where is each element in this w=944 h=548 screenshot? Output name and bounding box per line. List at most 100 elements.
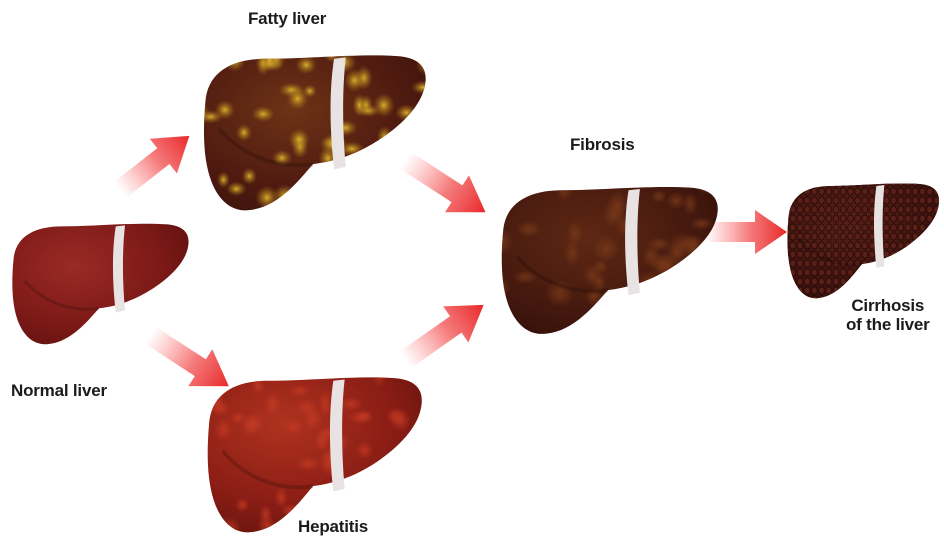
liver-fibrosis-spot <box>516 221 541 238</box>
liver-fatty-spot <box>287 87 309 110</box>
liver-fibrosis-spot <box>636 270 665 294</box>
label-cirrhosis-line1: Cirrhosis <box>846 296 930 315</box>
liver-hepatitis-spot <box>369 519 383 540</box>
liver-hepatitis-spot <box>235 498 250 513</box>
liver-hepatitis-spot <box>274 487 288 508</box>
liver-fatty-spot <box>200 202 215 218</box>
liver-hepatitis-spot <box>259 504 272 525</box>
label-fibrosis: Fibrosis <box>570 135 635 155</box>
liver-fatty-spot <box>296 55 317 74</box>
liver-hepatitis <box>195 363 438 543</box>
liver-hepatitis-spot <box>372 363 387 388</box>
liver-fibrosis-spot <box>701 303 727 330</box>
liver-fibrosis-spot <box>696 176 714 194</box>
arrow-fibrosis-to-cirrhosis <box>705 210 787 254</box>
liver-fibrosis-spot <box>486 275 512 298</box>
liver-fatty-spot <box>242 168 257 185</box>
label-fatty-liver: Fatty liver <box>248 9 326 29</box>
liver-fibrosis-spot <box>593 236 620 262</box>
liver-fatty-spot <box>344 69 364 92</box>
liver-fatty-spot <box>395 104 417 121</box>
liver-fatty-spot <box>230 48 246 62</box>
liver-fibrosis-spot <box>713 320 729 343</box>
label-hepatitis: Hepatitis <box>298 517 368 537</box>
liver-fibrosis-spot <box>490 188 508 208</box>
liver-fatty-spot <box>226 181 246 196</box>
liver-hepatitis-spot <box>283 419 303 435</box>
liver-fibrosis-spot <box>638 311 664 328</box>
liver-fibrosis-spot <box>686 265 701 282</box>
liver-fatty-spot <box>288 128 309 150</box>
liver-hepatitis-spot <box>314 430 330 452</box>
liver-hepatitis-spot <box>230 412 246 424</box>
liver-fibrosis-spot <box>666 241 688 266</box>
liver-hepatitis-spot <box>404 525 421 542</box>
label-cirrhosis-line2: of the liver <box>846 315 930 334</box>
liver-hepatitis-spot <box>217 517 241 539</box>
liver-fatty-spot <box>377 126 393 149</box>
liver-fatty-spot <box>384 182 403 199</box>
liver-fatty-spot <box>273 184 298 206</box>
liver-fibrosis-spot <box>592 260 608 274</box>
liver-fatty-spot <box>215 100 235 119</box>
liver-hepatitis-spot <box>386 511 404 533</box>
liver-fibrosis-spot <box>666 192 686 209</box>
liver-fibrosis-spot <box>675 327 696 349</box>
arrow-normal-to-fatty <box>106 118 202 207</box>
liver-hepatitis-spot <box>264 391 281 416</box>
arrow-fatty-to-fibrosis <box>393 142 497 231</box>
liver-hepatitis-spot <box>412 463 438 489</box>
liver-hepatitis-spot <box>356 441 374 459</box>
liver-hepatitis-spot <box>214 418 233 442</box>
liver-fibrosis-spot <box>685 238 701 264</box>
liver-fatty-spot <box>398 181 422 198</box>
liver-fatty-spot <box>347 172 365 190</box>
liver-hepatitis-spot <box>296 399 318 415</box>
liver-fatty-spot <box>357 202 378 218</box>
liver-fibrosis-spot <box>642 244 661 269</box>
liver-hepatitis-spot <box>360 473 374 495</box>
liver-hepatitis-spot <box>211 391 224 416</box>
liver-fatty-spot <box>366 147 391 165</box>
arrow-hepatitis-to-fibrosis <box>392 287 496 378</box>
liver-fibrosis-spot <box>486 240 505 257</box>
liver-fibrosis-spot <box>651 190 667 204</box>
liver-hepatitis-spot <box>289 384 310 397</box>
liver-hepatitis-spot <box>252 376 265 395</box>
liver-fatty-spot <box>261 202 275 225</box>
liver-hepatitis-spot <box>355 410 373 422</box>
liver-fatty-spot <box>252 106 275 122</box>
liver-fatty-spot <box>305 190 324 205</box>
liver-fatty-spot <box>410 126 427 145</box>
liver-fibrosis-spot <box>602 201 625 228</box>
liver-fatty-spot <box>236 124 252 142</box>
label-normal-liver: Normal liver <box>11 381 107 401</box>
liver-hepatitis-spot <box>244 413 264 433</box>
label-cirrhosis: Cirrhosis of the liver <box>846 296 930 334</box>
liver-fatty-spot <box>352 93 366 116</box>
liver-fibrosis-spot <box>604 293 619 318</box>
liver-hepatitis-spot <box>358 479 380 493</box>
arrow-normal-to-hepatitis <box>138 317 241 405</box>
liver-normal <box>12 224 188 345</box>
liver-fatty-spot <box>342 163 368 176</box>
liver-fibrosis-spot <box>683 253 704 278</box>
liver-fatty-spot <box>263 49 277 71</box>
liver-normal-body <box>12 224 188 345</box>
liver-cirrhosis-texture <box>782 178 942 303</box>
liver-fatty-spot <box>192 53 219 78</box>
liver-fibrosis-spot <box>556 181 572 201</box>
liver-fibrosis-spot <box>488 229 514 255</box>
liver-fatty-spot <box>415 52 440 75</box>
liver-cirrhosis <box>782 178 942 303</box>
liver-fatty-spot <box>224 48 246 72</box>
liver-hepatitis-spot <box>378 506 400 520</box>
liver-fatty-spot <box>365 170 387 192</box>
liver-fatty-spot <box>188 100 210 126</box>
liver-fatty <box>188 46 441 225</box>
liver-fatty-spot <box>411 81 435 95</box>
liver-fatty-spot <box>412 119 435 141</box>
liver-fibrosis <box>486 176 730 349</box>
